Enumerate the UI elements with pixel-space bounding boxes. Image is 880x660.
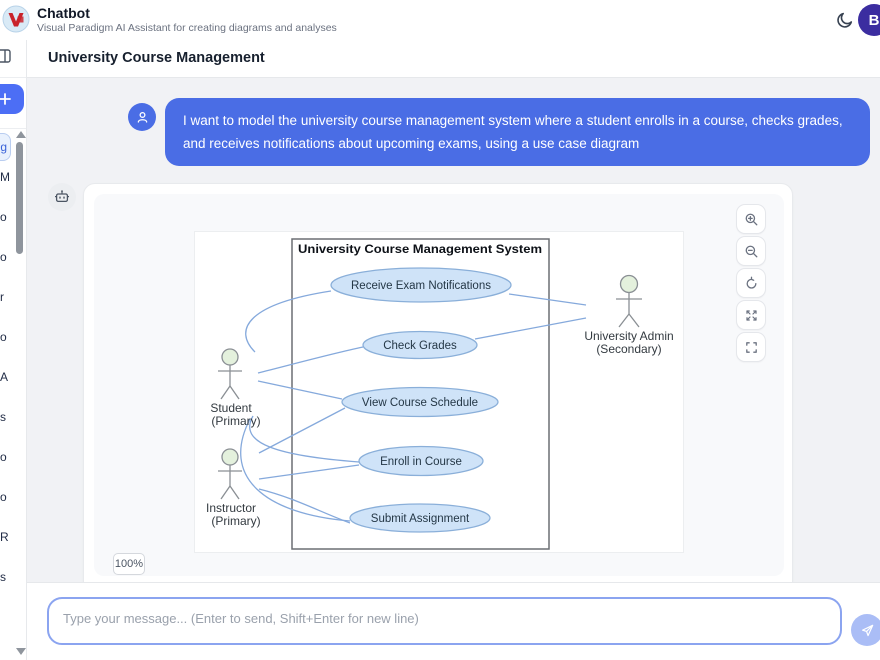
chat-scroll-area[interactable]: I want to model the university course ma… [27, 78, 880, 582]
actor-name: Student [210, 401, 252, 415]
zoom-out-icon [745, 245, 757, 257]
use-case-receive-exam-notifications[interactable]: Receive Exam Notifications [330, 267, 512, 303]
send-button[interactable] [851, 614, 880, 646]
connector-instructor-view-schedule [258, 407, 346, 454]
zoom-in-button[interactable] [736, 204, 766, 234]
message-composer [27, 582, 880, 660]
sidebar-item[interactable]: o [0, 490, 7, 504]
sidebar-item[interactable]: o [0, 210, 7, 224]
user-message-bubble: I want to model the university course ma… [165, 98, 870, 166]
message-input[interactable] [47, 597, 842, 645]
association-connectors [240, 290, 587, 524]
connector-check-grades-admin [474, 317, 587, 340]
scrollbar-down-arrow[interactable] [16, 648, 26, 655]
scrollbar-thumb[interactable] [16, 142, 23, 254]
zoom-level-badge: 100% [113, 553, 145, 575]
diagram-controls [736, 204, 766, 364]
reset-rotate-icon [746, 276, 756, 289]
dark-mode-moon-icon[interactable] [836, 11, 854, 29]
expand-arrows-icon [745, 309, 757, 321]
fullscreen-button[interactable] [736, 332, 766, 362]
main-area: University Course Management I want to m… [27, 40, 880, 660]
new-chat-button[interactable] [0, 84, 24, 114]
zoom-in-icon [745, 213, 757, 225]
sidebar-item-active[interactable]: g [0, 133, 11, 161]
actor-name: University Admin [584, 329, 673, 343]
system-boundary-title: University Course Management System [298, 242, 542, 256]
sidebar: g M o o r o A s o o R s [0, 40, 27, 660]
connector-student-check-grades [257, 346, 364, 374]
actor-name: Instructor [206, 501, 256, 515]
use-case-label: Submit Assignment [371, 513, 470, 525]
sidebar-item[interactable]: R [0, 530, 9, 544]
zoom-out-button[interactable] [736, 236, 766, 266]
person-icon [137, 111, 147, 123]
sidebar-item[interactable]: s [0, 410, 6, 424]
reset-view-button[interactable] [736, 268, 766, 298]
app-title: Chatbot [37, 5, 90, 21]
fullscreen-icon [745, 341, 757, 353]
use-case-label: Receive Exam Notifications [351, 280, 491, 292]
robot-icon [55, 190, 69, 203]
sidebar-divider [0, 77, 26, 78]
send-paper-plane-icon [861, 624, 873, 636]
expand-button[interactable] [736, 300, 766, 330]
use-case-label: Enroll in Course [380, 456, 462, 468]
use-case-check-grades[interactable]: Check Grades [362, 330, 478, 360]
sidebar-item[interactable]: r [0, 290, 4, 304]
use-case-enroll-in-course[interactable]: Enroll in Course [358, 445, 484, 477]
connector-instructor-enroll [258, 464, 360, 480]
sidebar-item[interactable]: o [0, 330, 7, 344]
actor-student[interactable]: Student (Primary) [210, 348, 261, 428]
use-case-diagram-canvas[interactable]: University Course Management System [194, 231, 684, 553]
connector-student-submit [240, 418, 351, 522]
sidebar-item[interactable]: o [0, 450, 7, 464]
sidebar-divider [0, 128, 26, 129]
app-header: Chatbot Visual Paradigm AI Assistant for… [0, 0, 880, 40]
actor-role: (Primary) [211, 514, 260, 528]
sidebar-item[interactable]: s [0, 570, 6, 584]
conversation-toolbar: University Course Management [27, 40, 880, 78]
user-avatar [128, 103, 156, 131]
actor-role: (Secondary) [596, 342, 661, 356]
connector-notifications-admin [508, 293, 587, 306]
actor-university-admin[interactable]: University Admin (Secondary) [584, 274, 674, 357]
connector-student-view-schedule [257, 380, 343, 400]
sidebar-toggle-icon[interactable] [0, 49, 11, 63]
conversation-title: University Course Management [48, 50, 265, 66]
actor-instructor[interactable]: Instructor (Primary) [206, 448, 261, 528]
app-subtitle: Visual Paradigm AI Assistant for creatin… [37, 22, 337, 34]
connector-instructor-submit [258, 488, 351, 524]
use-case-submit-assignment[interactable]: Submit Assignment [349, 503, 491, 533]
bot-avatar [48, 183, 76, 211]
sidebar-item[interactable]: o [0, 250, 7, 264]
sidebar-item[interactable]: A [0, 370, 9, 384]
use-case-label: Check Grades [383, 340, 457, 352]
use-case-label: View Course Schedule [362, 397, 478, 409]
connector-student-notifications [245, 290, 332, 353]
visual-paradigm-logo-icon [2, 5, 30, 33]
scrollbar-up-arrow[interactable] [16, 131, 26, 138]
diagram-viewer-panel: University Course Management System [94, 194, 784, 576]
plus-icon [0, 93, 11, 105]
profile-avatar[interactable]: B [858, 4, 880, 36]
use-case-view-course-schedule[interactable]: View Course Schedule [341, 386, 499, 418]
actor-role: (Primary) [211, 414, 260, 428]
diagram-message-card: University Course Management System [83, 183, 793, 582]
use-case-diagram: University Course Management System [206, 238, 674, 550]
sidebar-item[interactable]: M [0, 170, 10, 184]
